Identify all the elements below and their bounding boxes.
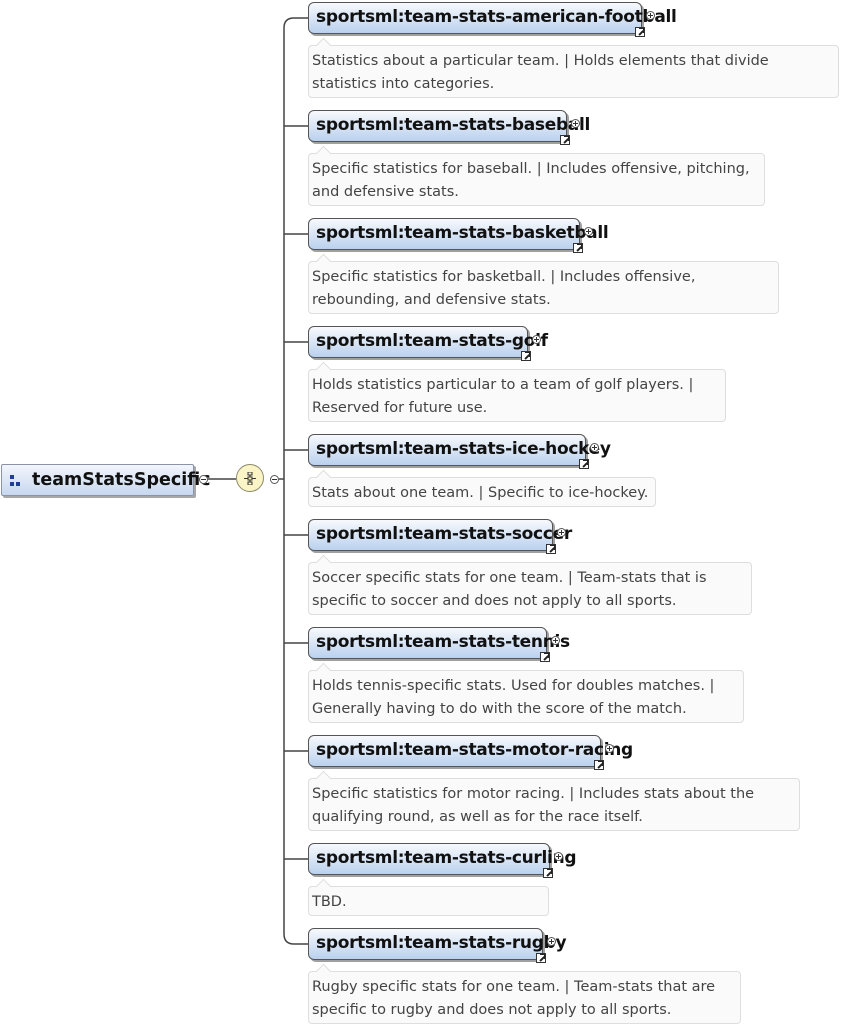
reference-arrow-icon xyxy=(540,652,550,662)
element-team-stats-rugby[interactable]: sportsml:team-stats-rugby xyxy=(308,928,567,963)
sequence-compositor[interactable] xyxy=(236,464,264,492)
element-team-stats-motor-racing[interactable]: sportsml:team-stats-motor-racing xyxy=(308,735,633,770)
element-name: sportsml:team-stats-tennis xyxy=(316,632,570,652)
expand-icon[interactable] xyxy=(571,119,580,128)
expand-icon[interactable] xyxy=(605,744,614,753)
expand-icon[interactable] xyxy=(554,852,563,861)
expand-icon[interactable] xyxy=(646,11,655,20)
reference-arrow-icon xyxy=(579,459,589,469)
element-team-stats-tennis[interactable]: sportsml:team-stats-tennis xyxy=(308,627,570,662)
reference-arrow-icon xyxy=(546,544,556,554)
element-team-stats-golf[interactable]: sportsml:team-stats-golf xyxy=(308,326,548,361)
reference-arrow-icon xyxy=(536,953,546,963)
element-team-stats-ice-hockey[interactable]: sportsml:team-stats-ice-hockey xyxy=(308,434,611,469)
expand-icon[interactable] xyxy=(590,443,599,452)
element-name: sportsml:team-stats-basketball xyxy=(316,223,609,243)
element-name: sportsml:team-stats-golf xyxy=(316,331,548,351)
element-team-stats-baseball[interactable]: sportsml:team-stats-baseball xyxy=(308,110,590,145)
element-documentation: Statistics about a particular team. | Ho… xyxy=(308,45,839,98)
root-type-name: teamStatsSpecific xyxy=(32,470,211,490)
reference-arrow-icon xyxy=(560,135,570,145)
sequence-icon xyxy=(244,472,256,485)
element-team-stats-american-football[interactable]: sportsml:team-stats-american-football xyxy=(308,2,677,37)
element-documentation: Holds statistics particular to a team of… xyxy=(308,369,726,422)
element-team-stats-curling[interactable]: sportsml:team-stats-curling xyxy=(308,843,577,878)
reference-arrow-icon xyxy=(573,243,583,253)
element-name: sportsml:team-stats-baseball xyxy=(316,115,591,135)
element-name: sportsml:team-stats-rugby xyxy=(316,933,567,953)
element-documentation: Stats about one team. | Specific to ice-… xyxy=(308,477,656,507)
element-name: sportsml:team-stats-motor-racing xyxy=(316,740,633,760)
expand-icon[interactable] xyxy=(557,528,566,537)
complex-type-icon xyxy=(10,475,24,487)
element-documentation: Specific statistics for baseball. | Incl… xyxy=(308,153,765,206)
element-documentation: TBD. xyxy=(308,886,549,916)
sequence-collapse-icon[interactable] xyxy=(270,475,279,484)
element-team-stats-basketball[interactable]: sportsml:team-stats-basketball xyxy=(308,218,609,253)
expand-icon[interactable] xyxy=(584,227,593,236)
element-documentation: Rugby specific stats for one team. | Tea… xyxy=(308,971,741,1024)
expand-icon[interactable] xyxy=(547,937,556,946)
element-documentation: Soccer specific stats for one team. | Te… xyxy=(308,562,752,615)
element-name: sportsml:team-stats-soccer xyxy=(316,524,572,544)
element-name: sportsml:team-stats-ice-hockey xyxy=(316,439,611,459)
element-documentation: Specific statistics for motor racing. | … xyxy=(308,778,800,831)
root-collapse-icon[interactable] xyxy=(199,475,208,484)
element-name: sportsml:team-stats-curling xyxy=(316,848,577,868)
reference-arrow-icon xyxy=(521,351,531,361)
expand-icon[interactable] xyxy=(551,636,560,645)
reference-arrow-icon xyxy=(543,868,553,878)
reference-arrow-icon xyxy=(635,27,645,37)
expand-icon[interactable] xyxy=(532,335,541,344)
reference-arrow-icon xyxy=(594,760,604,770)
root-complex-type[interactable]: teamStatsSpecific xyxy=(1,464,211,496)
element-team-stats-soccer[interactable]: sportsml:team-stats-soccer xyxy=(308,519,572,554)
element-documentation: Specific statistics for basketball. | In… xyxy=(308,261,779,314)
trunk-line xyxy=(283,17,308,945)
element-name: sportsml:team-stats-american-football xyxy=(316,7,677,27)
element-documentation: Holds tennis-specific stats. Used for do… xyxy=(308,670,744,723)
